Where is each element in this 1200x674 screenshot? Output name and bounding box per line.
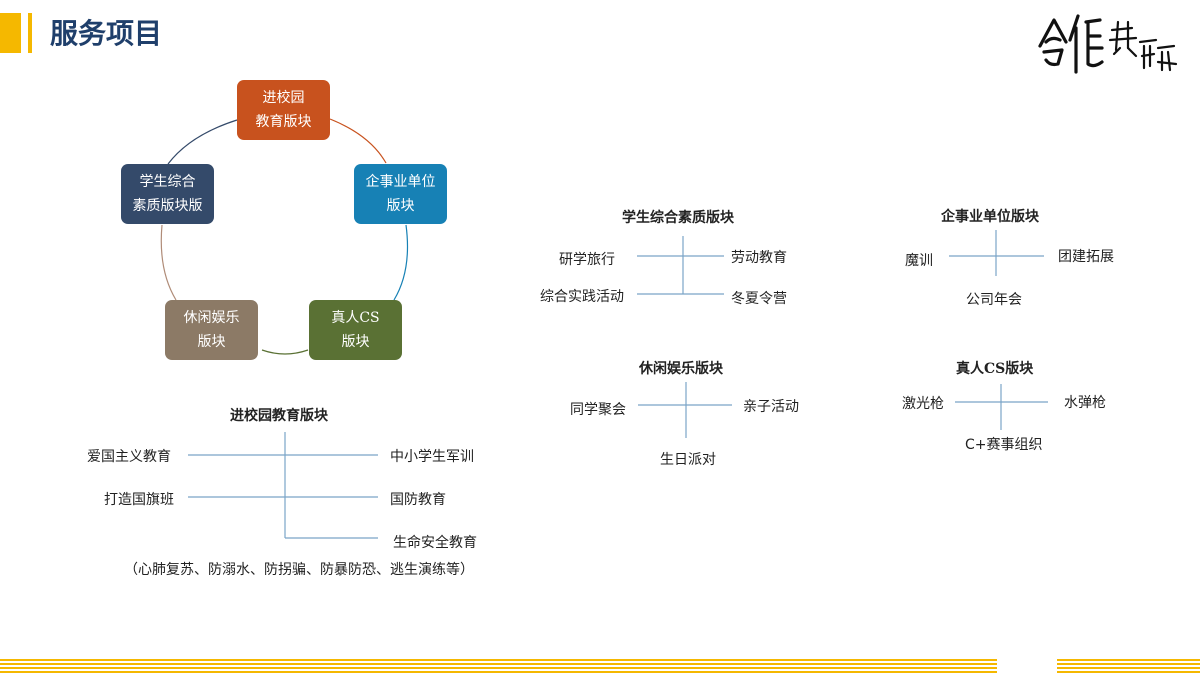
footer-stripes-right [1057, 659, 1200, 673]
calligraphy-logo [1038, 14, 1178, 74]
node-label-line2: 版块 [341, 334, 370, 350]
cs-bottom-item: C+赛事组织 [965, 437, 1043, 453]
enterprise-bottom-item: 公司年会 [966, 292, 1022, 308]
node-label-line2: 版块 [386, 198, 415, 214]
node-label-line1: 企事业单位 [365, 174, 436, 190]
campus-section-title: 进校园教育版块 [230, 408, 328, 424]
cycle-node-enterprise: 企事业单位 版块 [354, 164, 447, 224]
enterprise-section-title: 企事业单位版块 [941, 209, 1039, 225]
header-accent-thin-bar [28, 13, 32, 53]
node-label-line1: 进校园 [262, 90, 305, 106]
cycle-node-student-quality: 学生综合 素质版块版 [121, 164, 214, 224]
node-label-line2: 素质版块版 [132, 198, 203, 214]
student-right-item: 冬夏令营 [731, 291, 787, 307]
campus-right-item: 生命安全教育 [393, 535, 477, 551]
leisure-left-item: 同学聚会 [570, 402, 626, 418]
student-right-item: 劳动教育 [731, 250, 787, 266]
node-label-line2: 教育版块 [255, 114, 312, 130]
campus-note: （心肺复苏、防溺水、防拐骗、防暴防恐、逃生演练等） [124, 562, 474, 578]
student-left-item: 研学旅行 [559, 252, 615, 268]
node-label-line1: 休闲娱乐 [183, 310, 240, 326]
campus-left-item: 爱国主义教育 [87, 449, 171, 465]
node-label-line1: 真人CS [331, 310, 380, 326]
student-left-item: 综合实践活动 [540, 289, 624, 305]
node-label-line1: 学生综合 [139, 174, 196, 190]
node-label-line2: 版块 [197, 334, 226, 350]
leisure-bottom-item: 生日派对 [660, 452, 716, 468]
cycle-node-leisure: 休闲娱乐 版块 [165, 300, 258, 360]
page-title: 服务项目 [50, 17, 163, 50]
student-section-title: 学生综合素质版块 [622, 210, 734, 226]
cs-left-item: 激光枪 [902, 396, 944, 412]
leisure-right-item: 亲子活动 [743, 399, 799, 415]
enterprise-left-item: 魔训 [905, 253, 933, 269]
footer-stripes-left [0, 659, 997, 673]
header-accent-bar [0, 13, 21, 53]
leisure-section-title: 休闲娱乐版块 [639, 361, 723, 377]
campus-left-item: 打造国旗班 [104, 492, 174, 508]
cs-right-item: 水弹枪 [1064, 395, 1106, 411]
enterprise-right-item: 团建拓展 [1058, 249, 1114, 265]
cycle-node-real-cs: 真人CS 版块 [309, 300, 402, 360]
cycle-node-campus-education: 进校园 教育版块 [237, 80, 330, 140]
cs-section-title: 真人CS版块 [956, 361, 1034, 377]
campus-right-item: 中小学生军训 [390, 449, 474, 465]
campus-right-item: 国防教育 [390, 492, 446, 508]
